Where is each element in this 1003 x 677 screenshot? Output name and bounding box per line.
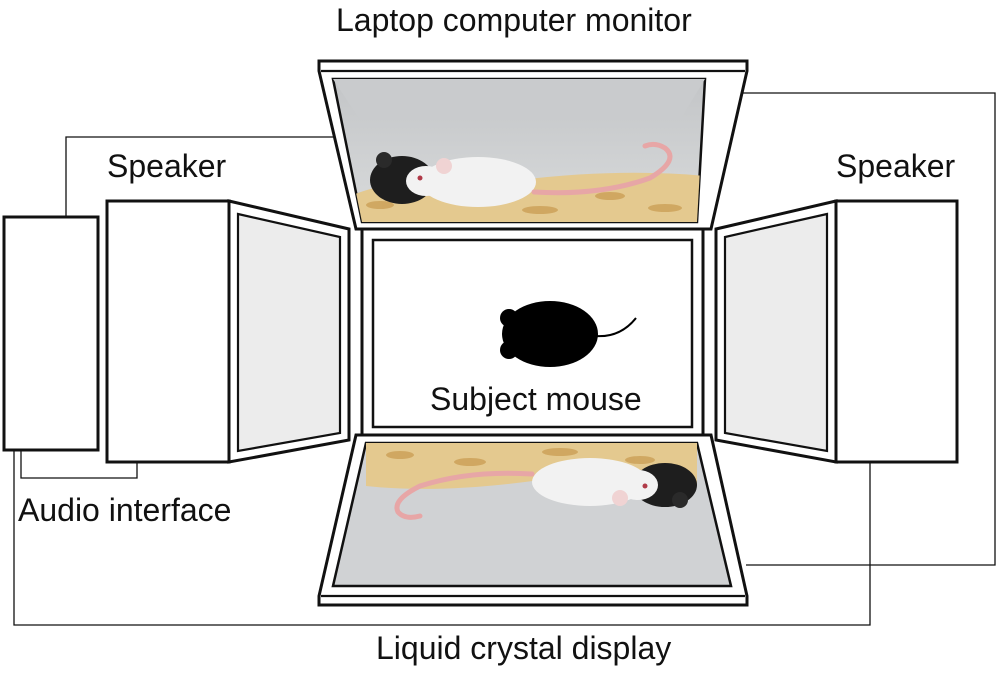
label-subject-mouse: Subject mouse: [430, 381, 642, 417]
label-speaker-left: Speaker: [107, 148, 227, 184]
audio-interface-box: [2, 215, 100, 452]
mice-photo-icon-reflected: [366, 443, 697, 520]
label-lcd: Liquid crystal display: [376, 630, 672, 666]
lcd-display: [317, 433, 749, 607]
mice-photo-icon: [333, 79, 705, 222]
mouse-silhouette-icon: [500, 301, 637, 367]
cable-audio-to-left-speaker: [20, 450, 138, 479]
laptop-monitor: [317, 59, 749, 231]
subject-chamber: [360, 227, 705, 440]
cable-lcd-loop: [13, 450, 871, 626]
speaker-right-cone: [723, 212, 829, 453]
speaker-left-cone: [236, 212, 342, 453]
speaker-left-body: [105, 199, 231, 464]
label-audio-interface: Audio interface: [18, 492, 232, 528]
cable-audio-to-laptop: [65, 136, 333, 217]
speaker-right: [714, 199, 959, 464]
label-laptop-monitor: Laptop computer monitor: [336, 2, 692, 38]
speaker-right-body: [834, 199, 959, 464]
subject-chamber-inner: [371, 238, 694, 429]
speaker-left: [105, 199, 351, 464]
label-speaker-right: Speaker: [836, 148, 956, 184]
cables: [13, 92, 996, 626]
